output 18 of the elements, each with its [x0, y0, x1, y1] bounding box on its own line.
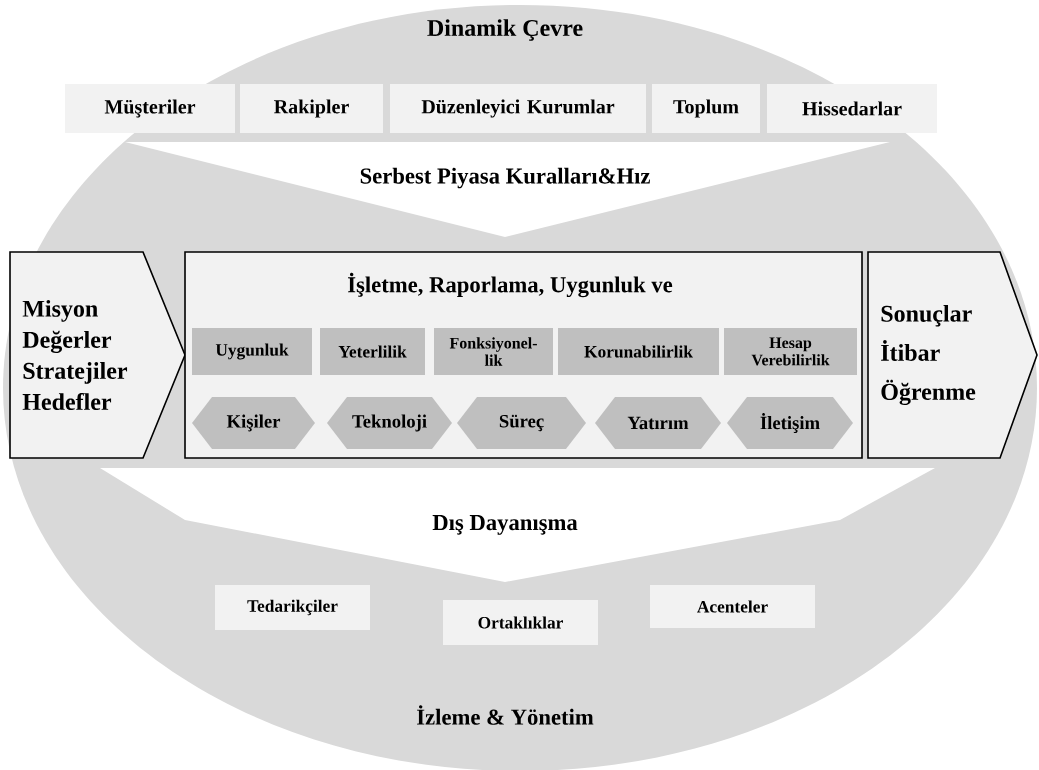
hexagon-box: İletişim	[727, 397, 853, 449]
label-box: Fonksiyonel- lik	[434, 328, 553, 375]
label-box: Rakipler	[240, 84, 383, 133]
hexagon-box: Kişiler	[192, 397, 315, 449]
label-box: Ortaklıklar	[443, 600, 598, 645]
label-box: Hissedarlar	[767, 84, 937, 133]
label-box: Acenteler	[650, 585, 815, 628]
label-box: Yeterlilik	[320, 328, 425, 375]
hexagon-box: Teknoloji	[327, 397, 452, 449]
label-box: Müşteriler	[65, 84, 235, 133]
hexagon-box: Yatırım	[595, 397, 721, 449]
label-box: Toplum	[652, 84, 760, 133]
label-box: Uygunluk	[192, 328, 312, 375]
label-box: Tedarikçiler	[215, 585, 370, 630]
label-box: Düzenleyici Kurumlar	[390, 84, 646, 133]
hexagon-box: Süreç	[457, 397, 586, 449]
label-box: Korunabilirlik	[558, 328, 719, 375]
label-box: Hesap Verebilirlik	[724, 328, 857, 375]
